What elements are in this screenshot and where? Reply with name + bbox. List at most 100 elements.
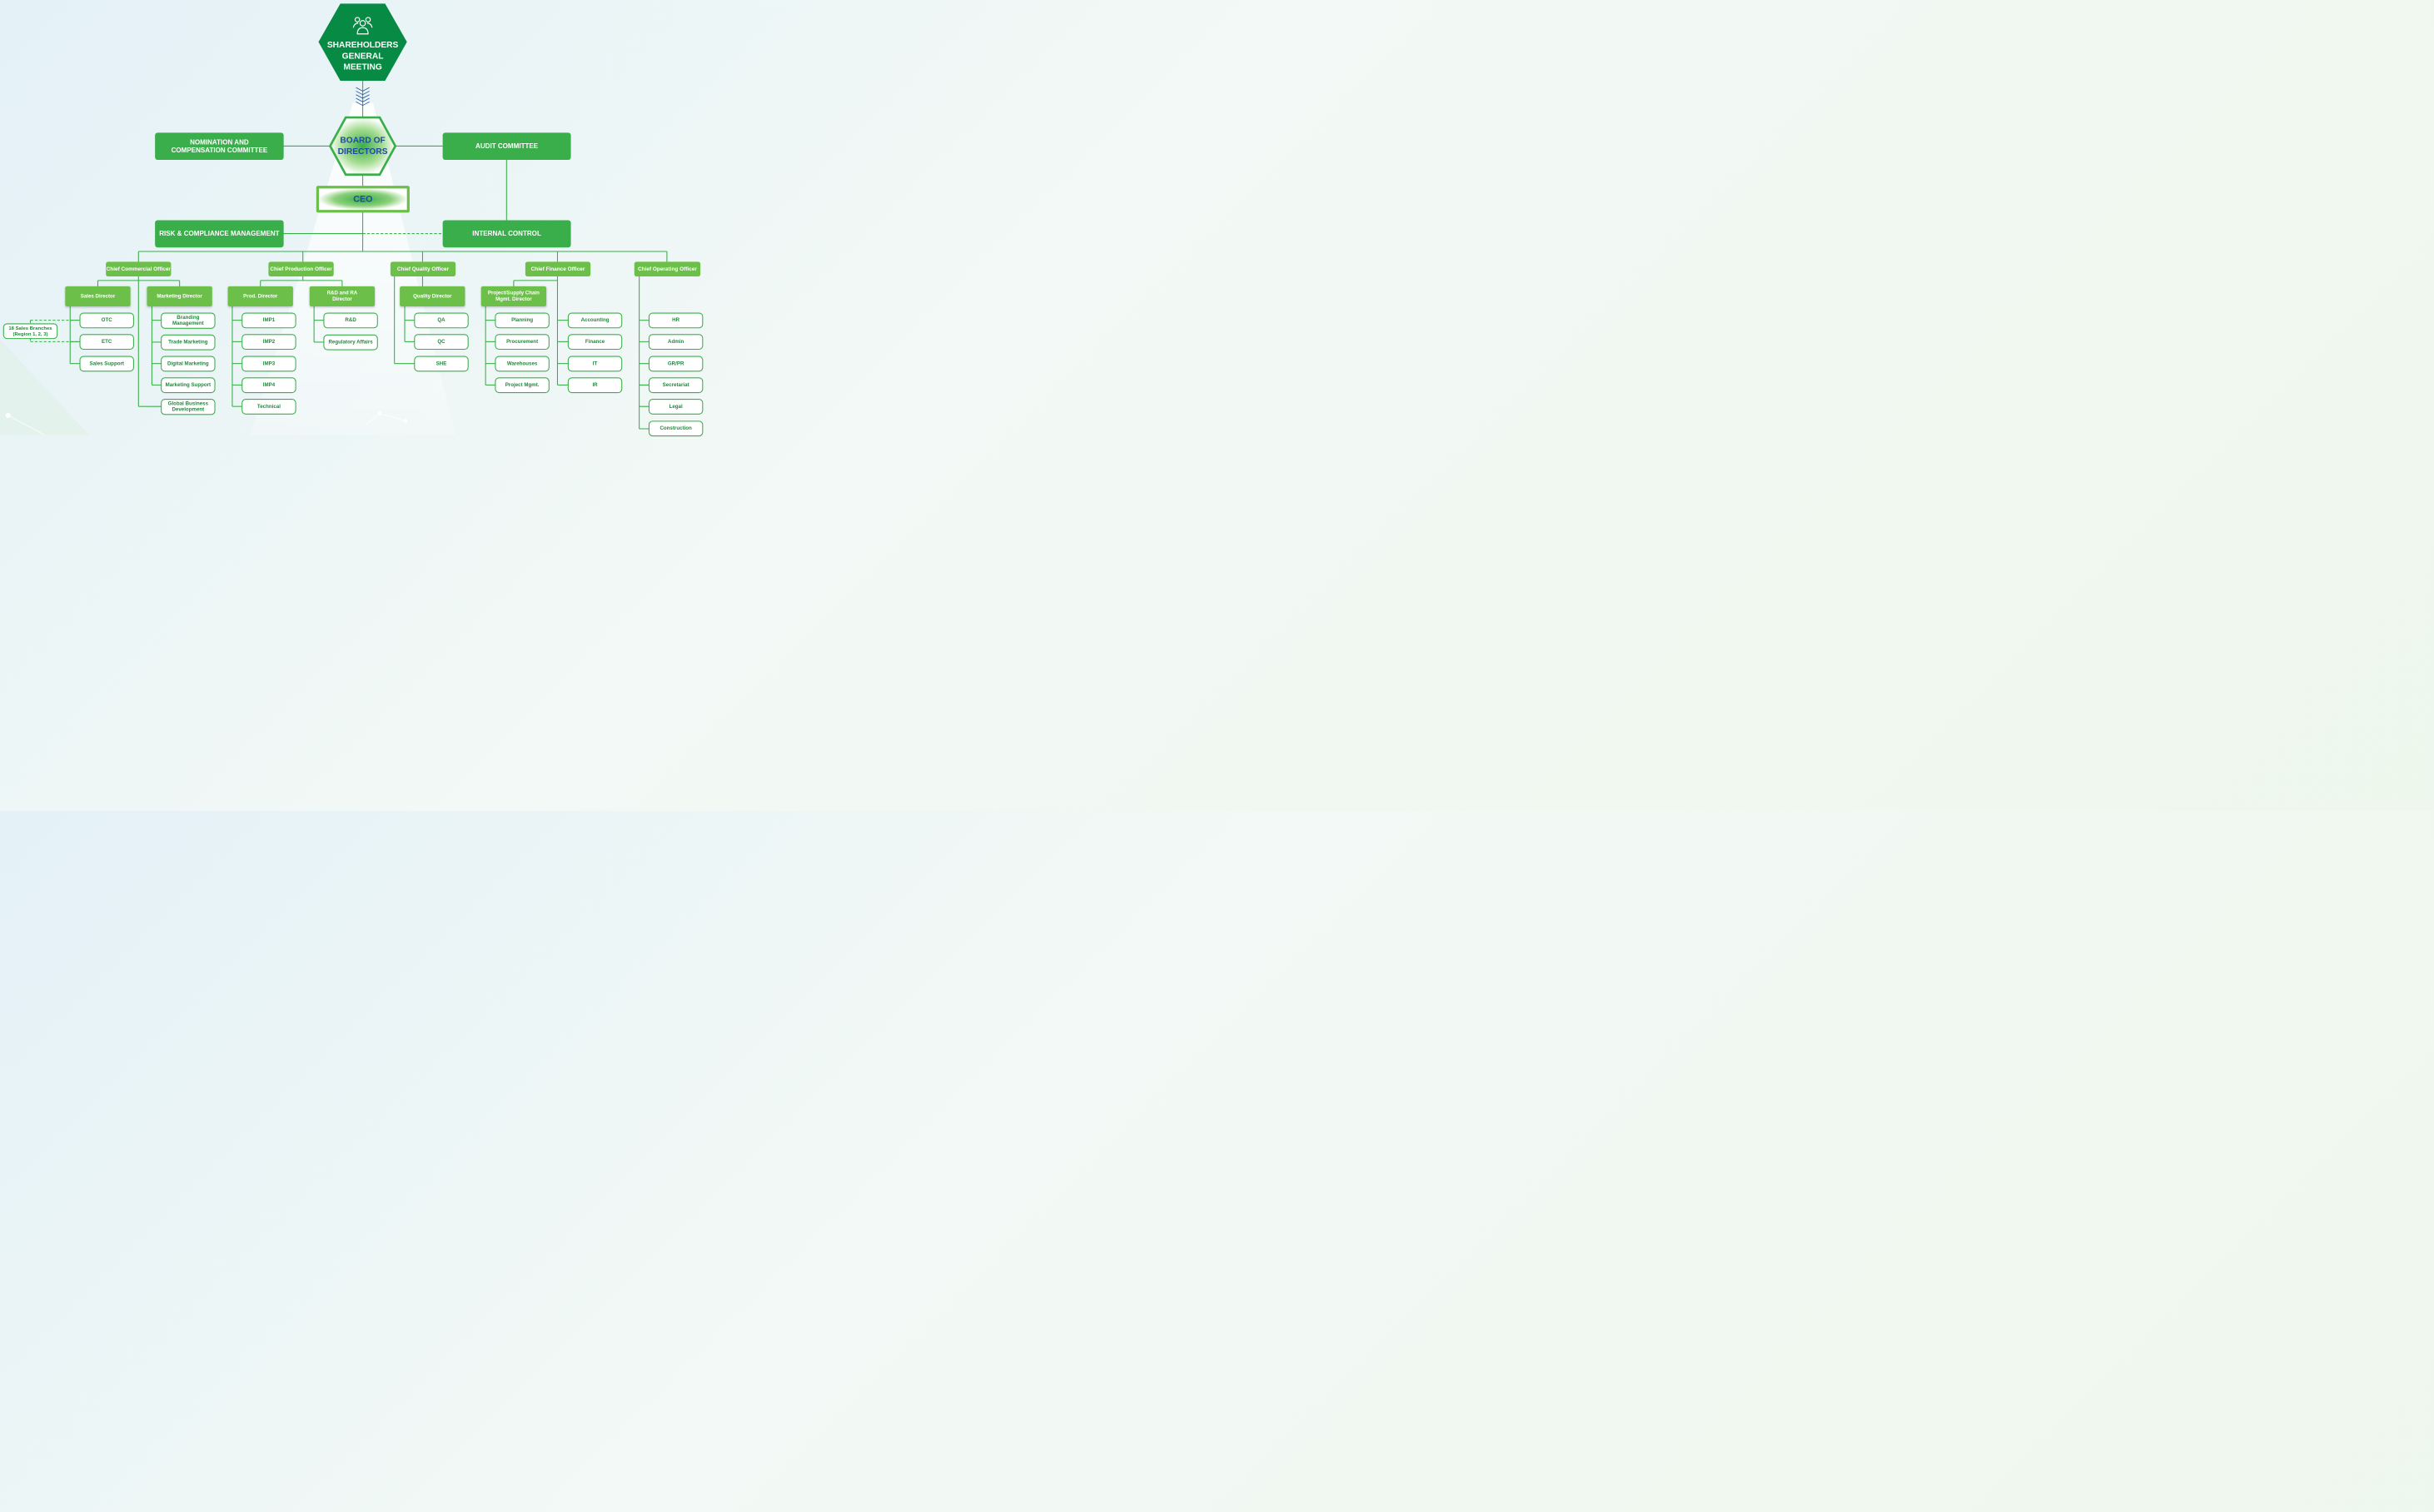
prod-director-label: Prod. Director <box>243 293 278 299</box>
background-beam <box>0 102 456 435</box>
sales-director: Sales Director <box>65 286 131 306</box>
ceo-box: CEO <box>316 186 410 213</box>
unit-accounting-label: Accounting <box>580 317 610 323</box>
nomination-committee-label: NOMINATION AND COMPENSATION COMMITTEE <box>171 138 268 154</box>
risk-compliance-management: RISK & COMPLIANCE MANAGEMENT <box>155 220 284 248</box>
unit-ir-label: IR <box>592 382 598 388</box>
unit-otc: OTC <box>79 312 134 329</box>
unit-imp4: IMP4 <box>241 377 296 394</box>
unit-qc-label: QC <box>437 339 445 345</box>
unit-etc: ETC <box>79 334 134 351</box>
unit-trade-marketing-label: Trade Marketing <box>168 339 208 346</box>
project-supply-chain-director-label: Project/Supply Chain Mgmt. Director <box>487 290 540 302</box>
unit-finance-label: Finance <box>585 339 605 345</box>
unit-secretariat-label: Secretariat <box>662 382 689 388</box>
unit-gr-pr-label: GR/PR <box>667 361 684 366</box>
chief-production-officer-label: Chief Production Officer <box>270 265 332 272</box>
unit-construction: Construction <box>648 420 704 437</box>
project-supply-chain-director: Project/Supply Chain Mgmt. Director <box>480 286 547 306</box>
unit-it-label: IT <box>592 361 598 366</box>
unit-sales-support-label: Sales Support <box>89 361 124 366</box>
unit-etc-label: ETC <box>102 339 112 345</box>
chief-quality-officer-label: Chief Quality Officer <box>396 265 450 272</box>
internal-control-label: INTERNAL CONTROL <box>472 230 541 238</box>
unit-imp3-label: IMP3 <box>262 361 276 366</box>
unit-sales-support: Sales Support <box>79 356 134 372</box>
unit-admin-label: Admin <box>668 339 684 345</box>
unit-trade-marketing: Trade Marketing <box>161 334 216 351</box>
unit-imp1: IMP1 <box>241 312 296 329</box>
unit-gr-pr: GR/PR <box>648 356 704 372</box>
unit-secretariat: Secretariat <box>648 377 704 394</box>
chief-operating-officer-label: Chief Operating Officer <box>638 265 697 272</box>
unit-she-label: SHE <box>436 361 447 366</box>
unit-branding-management: Branding Management <box>161 312 216 329</box>
nomination-committee: NOMINATION AND COMPENSATION COMMITTEE <box>155 132 284 161</box>
unit-imp4-label: IMP4 <box>262 382 276 388</box>
unit-imp2-label: IMP2 <box>262 339 276 345</box>
sales-branches-label: 18 Sales Branches (Region 1, 2, 3) <box>8 325 52 337</box>
unit-hr: HR <box>648 312 704 329</box>
unit-qc: QC <box>414 334 469 351</box>
unit-she: SHE <box>414 356 469 372</box>
quality-director: Quality Director <box>400 286 465 306</box>
unit-procurement-label: Procurement <box>506 339 539 345</box>
unit-hr-label: HR <box>672 317 680 323</box>
chief-commercial-officer: Chief Commercial Officer <box>106 261 172 277</box>
unit-procurement: Procurement <box>495 334 550 351</box>
unit-ir: IR <box>567 377 623 394</box>
unit-project-mgmt: Project Mgmt. <box>495 377 550 394</box>
unit-branding-management-label: Branding Management <box>172 315 204 326</box>
people-group-icon <box>352 17 373 35</box>
audit-committee-label: AUDIT COMMITTEE <box>475 142 539 151</box>
chief-operating-officer: Chief Operating Officer <box>634 261 701 277</box>
rnd-ra-director: R&D and RA Director <box>309 286 376 306</box>
unit-global-business-development-label: Global Business Development <box>167 400 209 413</box>
ceo-label: CEO <box>353 194 373 204</box>
flow-arrows-icon <box>356 87 370 107</box>
unit-marketing-support: Marketing Support <box>161 377 216 394</box>
shareholders-title: SHAREHOLDERS GENERAL MEETING <box>326 40 399 72</box>
board-title: BOARD OF DIRECTORS <box>337 136 388 157</box>
unit-legal: Legal <box>648 399 704 415</box>
unit-digital-marketing-label: Digital Marketing <box>167 361 209 366</box>
unit-rnd-label: R&D <box>345 317 356 323</box>
unit-digital-marketing: Digital Marketing <box>161 356 216 372</box>
audit-committee: AUDIT COMMITTEE <box>442 132 571 161</box>
marketing-director-label: Marketing Director <box>157 293 202 299</box>
board-of-directors: BOARD OF DIRECTORS <box>328 116 397 177</box>
unit-imp1-label: IMP1 <box>262 317 276 323</box>
chief-finance-officer: Chief Finance Officer <box>525 261 591 277</box>
prod-director: Prod. Director <box>227 286 293 306</box>
unit-admin: Admin <box>648 334 704 351</box>
unit-regulatory-affairs-label: Regulatory Affairs <box>328 339 373 346</box>
unit-project-mgmt-label: Project Mgmt. <box>505 382 540 388</box>
unit-legal-label: Legal <box>669 403 683 410</box>
org-chart-stage: SHAREHOLDERS GENERAL MEETING BOARD OF DI… <box>0 0 1306 811</box>
risk-compliance-label: RISK & COMPLIANCE MANAGEMENT <box>159 230 280 238</box>
chief-production-officer: Chief Production Officer <box>268 261 334 277</box>
unit-qa: QA <box>414 312 469 329</box>
sales-director-label: Sales Director <box>80 293 116 299</box>
unit-warehouses-label: Warehouses <box>506 361 538 366</box>
chief-finance-officer-label: Chief Finance Officer <box>530 265 585 272</box>
unit-qa-label: QA <box>437 317 445 323</box>
chief-commercial-officer-label: Chief Commercial Officer <box>106 265 171 272</box>
sales-branches: 18 Sales Branches (Region 1, 2, 3) <box>2 323 58 340</box>
unit-imp3: IMP3 <box>241 356 296 372</box>
internal-control: INTERNAL CONTROL <box>442 220 571 248</box>
chief-quality-officer: Chief Quality Officer <box>390 261 456 277</box>
shareholders-general-meeting: SHAREHOLDERS GENERAL MEETING <box>318 3 407 82</box>
quality-director-label: Quality Director <box>413 293 452 299</box>
unit-regulatory-affairs: Regulatory Affairs <box>323 334 378 351</box>
unit-accounting: Accounting <box>567 312 623 329</box>
unit-otc-label: OTC <box>101 317 112 323</box>
unit-warehouses: Warehouses <box>495 356 550 372</box>
unit-global-business-development: Global Business Development <box>161 399 216 415</box>
unit-finance: Finance <box>567 334 623 351</box>
rnd-ra-director-label: R&D and RA Director <box>326 290 358 302</box>
unit-planning-label: Planning <box>511 317 534 323</box>
unit-marketing-support-label: Marketing Support <box>165 382 212 388</box>
unit-it: IT <box>567 356 623 372</box>
unit-technical: Technical <box>241 399 296 415</box>
